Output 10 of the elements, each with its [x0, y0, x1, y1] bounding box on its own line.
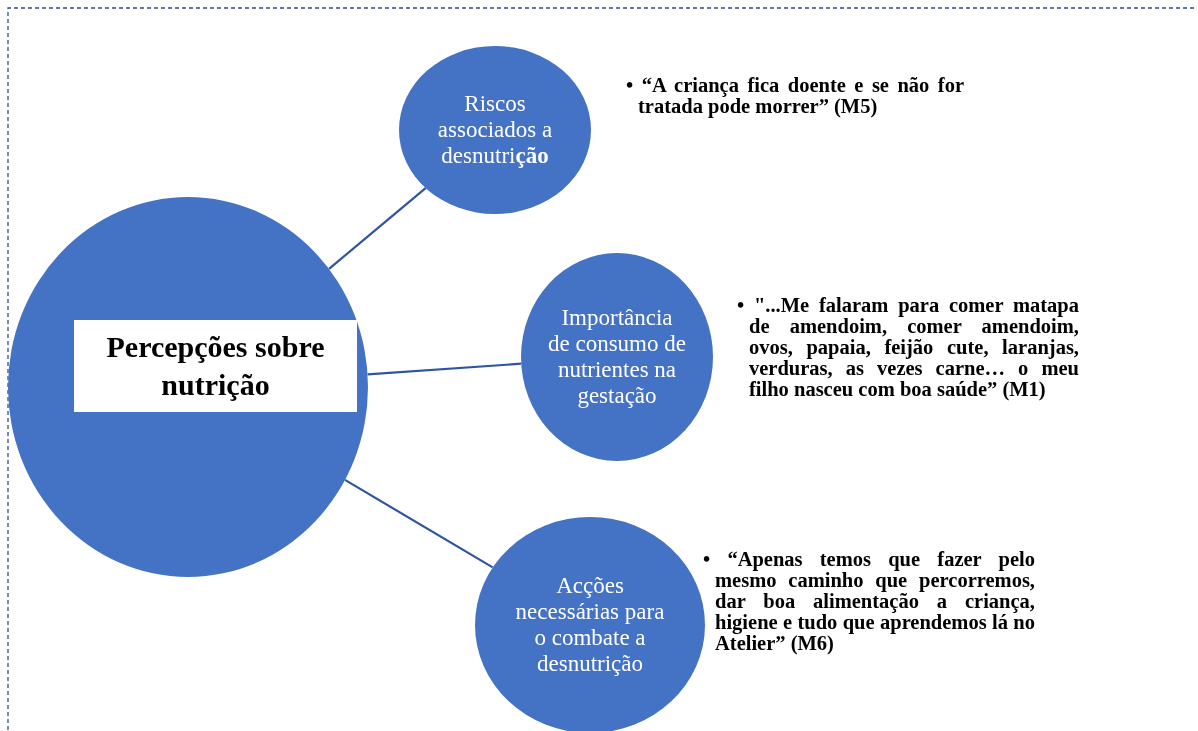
connector-line [344, 478, 494, 569]
connector-line [328, 187, 427, 270]
quote-text: • “A criança fica doente e se não for tratada pode morrer” (M5) [626, 75, 964, 117]
topic-text: Acções necessárias para o combate a desnutrição [514, 573, 666, 677]
topic-text: Importância de consumo de nutrientes na gestação [547, 305, 687, 409]
quote-text: • "...Me falaram para comer matapa de amendoim, comer amendoim, ovos, papaia, feijão cute, laranjas, verduras, as vezes carne… o meu filho nasceu com boa saúde” (M1) [737, 295, 1079, 400]
connector-line [367, 362, 522, 376]
quote-text: • “Apenas temos que fazer pelo mesmo caminho que percorremos, dar boa alimentação a criança, higiene e tudo que aprendemos lá no Atelier” (M6) [703, 549, 1035, 654]
topic-text: Riscos associados a desnutrição [436, 91, 554, 169]
title-label: Percepções sobre nutrição [74, 320, 357, 412]
